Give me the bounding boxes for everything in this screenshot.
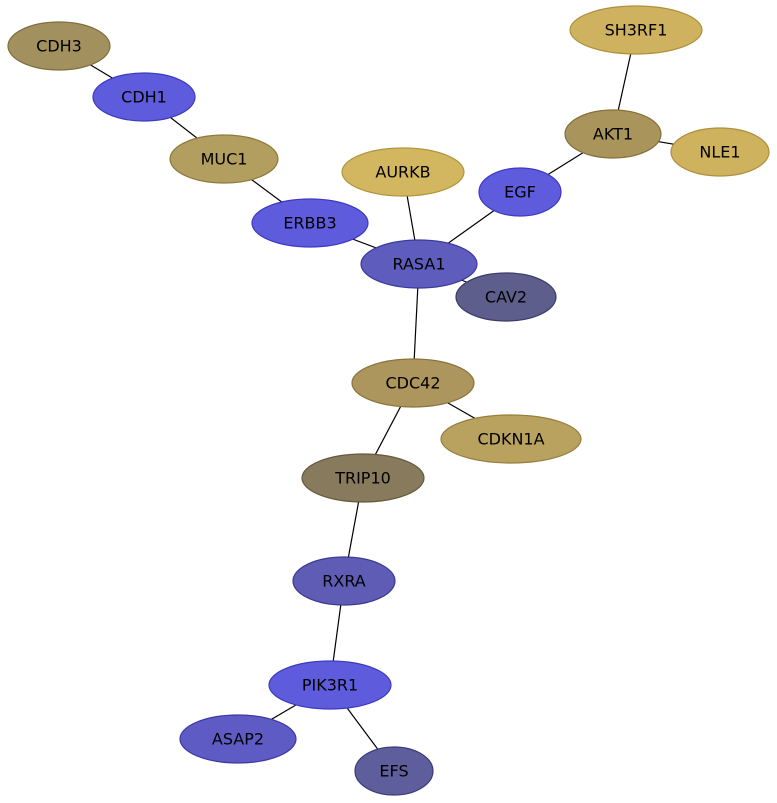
node-ellipse — [354, 746, 434, 796]
node-ellipse — [169, 134, 279, 184]
node-muc1[interactable]: MUC1 — [169, 134, 279, 184]
node-label: MUC1 — [201, 150, 248, 169]
node-ellipse — [301, 453, 425, 503]
node-cdkn1a[interactable]: CDKN1A — [440, 414, 582, 464]
node-label: ASAP2 — [212, 730, 264, 749]
node-rasa1[interactable]: RASA1 — [360, 239, 478, 289]
node-ellipse — [92, 72, 196, 122]
node-label: RASA1 — [393, 255, 446, 274]
node-ellipse — [564, 109, 662, 159]
node-label: TRIP10 — [334, 469, 391, 488]
node-nle1[interactable]: NLE1 — [670, 127, 770, 177]
node-label: EFS — [379, 762, 408, 781]
node-ellipse — [455, 272, 557, 322]
node-efs[interactable]: EFS — [354, 746, 434, 796]
node-ellipse — [440, 414, 582, 464]
node-ellipse — [341, 147, 465, 197]
node-ellipse — [292, 556, 396, 606]
node-ellipse — [251, 198, 369, 248]
node-sh3rf1[interactable]: SH3RF1 — [569, 5, 703, 55]
node-label: RXRA — [322, 572, 366, 591]
node-label: PIK3R1 — [302, 676, 358, 695]
node-label: NLE1 — [699, 143, 740, 162]
node-rxra[interactable]: RXRA — [292, 556, 396, 606]
node-label: CDH1 — [121, 88, 167, 107]
node-pik3r1[interactable]: PIK3R1 — [268, 660, 392, 710]
node-cav2[interactable]: CAV2 — [455, 272, 557, 322]
node-erbb3[interactable]: ERBB3 — [251, 198, 369, 248]
node-label: EGF — [504, 183, 536, 202]
node-ellipse — [670, 127, 770, 177]
node-trip10[interactable]: TRIP10 — [301, 453, 425, 503]
node-ellipse — [569, 5, 703, 55]
node-cdc42[interactable]: CDC42 — [351, 358, 475, 408]
node-ellipse — [7, 21, 111, 71]
node-ellipse — [478, 167, 562, 217]
node-asap2[interactable]: ASAP2 — [179, 714, 297, 764]
node-label: ERBB3 — [283, 214, 336, 233]
node-label: AKT1 — [593, 125, 633, 144]
node-cdh3[interactable]: CDH3 — [7, 21, 111, 71]
node-label: SH3RF1 — [605, 21, 668, 40]
node-egf[interactable]: EGF — [478, 167, 562, 217]
node-ellipse — [179, 714, 297, 764]
node-label: CDC42 — [385, 374, 440, 393]
node-label: CAV2 — [485, 288, 527, 307]
node-ellipse — [268, 660, 392, 710]
node-aurkb[interactable]: AURKB — [341, 147, 465, 197]
node-label: CDH3 — [36, 37, 82, 56]
node-akt1[interactable]: AKT1 — [564, 109, 662, 159]
node-ellipse — [360, 239, 478, 289]
node-ellipse — [351, 358, 475, 408]
node-cdh1[interactable]: CDH1 — [92, 72, 196, 122]
node-label: CDKN1A — [477, 430, 544, 449]
node-label: AURKB — [375, 163, 430, 182]
